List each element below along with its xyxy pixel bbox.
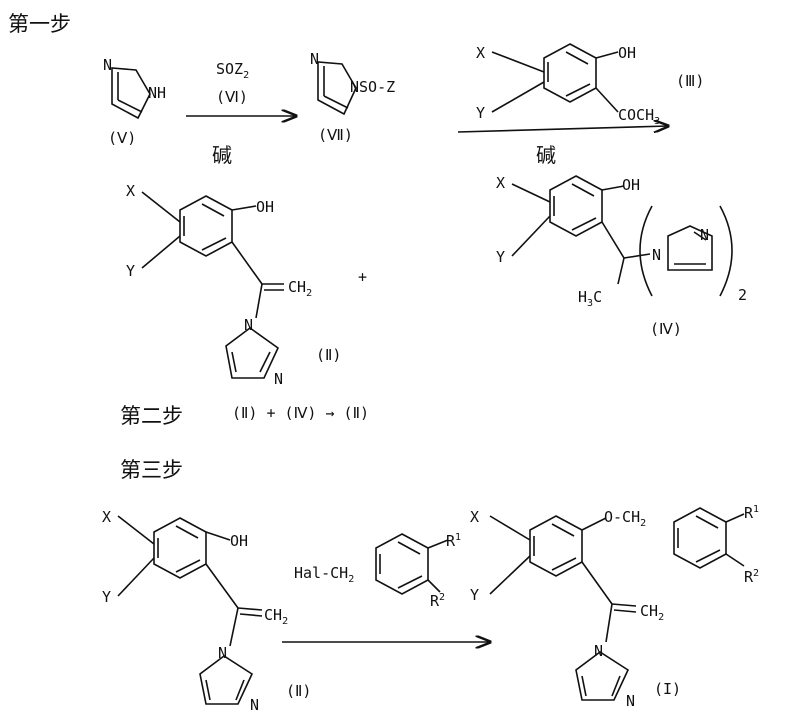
atom-Y: Y (476, 104, 485, 122)
plus-sign: + (358, 268, 367, 286)
atom-Y: Y (126, 262, 135, 280)
atom-N: N (274, 370, 283, 388)
compound-V-imidazole: N NH (Ⅴ) (103, 56, 166, 147)
atom-OH: OH (230, 532, 248, 550)
label-compound-II-step3: (Ⅱ) (286, 682, 311, 700)
atom-R2: R2 (430, 592, 445, 610)
atom-X: X (476, 44, 485, 62)
atom-N: N (310, 50, 319, 68)
atom-N: N (218, 644, 227, 662)
VII-substituent: NSO-Z (350, 78, 395, 96)
atom-N: N (652, 246, 661, 264)
atom-Y: Y (496, 248, 505, 266)
atom-X: X (126, 182, 135, 200)
atom-R1: R1 (744, 504, 759, 522)
atom-N: N (250, 696, 259, 712)
label-compound-VII: (Ⅶ) (318, 126, 353, 144)
compound-III: X Y OH COCH3 (Ⅲ) (476, 43, 704, 127)
step-3-heading: 第三步 (120, 458, 183, 482)
atom-N: N (626, 692, 635, 710)
vinyl-CH2: CH2 (640, 602, 664, 623)
label-compound-VI: (Ⅵ) (216, 88, 248, 106)
compound-VII: N NSO-Z (Ⅶ) (310, 50, 395, 144)
III-acetyl-group: COCH3 (618, 106, 660, 127)
atom-R2: R2 (744, 568, 759, 586)
IV-methyl: H3C (578, 288, 602, 309)
atom-R1: R1 (446, 532, 461, 550)
IV-subscript-2: 2 (738, 286, 747, 304)
compound-II-step1: X Y OH CH2 N N (Ⅱ) (126, 182, 341, 388)
benzyl-halide-reagent: Hal-CH2 R1 R2 (294, 532, 461, 610)
ether-o-ch2: O-CH2 (604, 508, 646, 529)
step-2-heading: 第二步 (120, 404, 183, 428)
label-compound-I: (I) (654, 680, 681, 698)
label-compound-II: (Ⅱ) (316, 346, 341, 364)
compound-II-step3: X Y OH CH2 N N (Ⅱ) (102, 508, 311, 712)
label-compound-III: (Ⅲ) (676, 72, 704, 90)
reaction-arrow-1: SOZ2 (Ⅵ) 碱 (186, 60, 296, 167)
base-label-2: 碱 (536, 143, 556, 167)
step-1-heading: 第一步 (8, 12, 71, 36)
reagent-VI: SOZ2 (216, 60, 249, 81)
atom-N: N (103, 56, 112, 74)
atom-Y: Y (470, 586, 479, 604)
reagent-hal-ch2: Hal-CH2 (294, 564, 354, 585)
atom-X: X (470, 508, 479, 526)
atom-NH: NH (148, 84, 166, 102)
reaction-arrow-2: 碱 (457, 126, 668, 167)
label-compound-IV: (Ⅳ) (650, 320, 682, 338)
atom-OH: OH (256, 198, 274, 216)
atom-N: N (700, 226, 709, 244)
atom-X: X (102, 508, 111, 526)
label-compound-V: (Ⅴ) (108, 129, 136, 147)
compound-I: X Y O-CH2 R1 R2 CH2 N N (I) (470, 504, 759, 710)
vinyl-CH2: CH2 (264, 606, 288, 627)
compound-IV: X Y OH N N H3C 2 (Ⅳ) (496, 174, 747, 338)
base-label-1: 碱 (212, 143, 232, 167)
atom-X: X (496, 174, 505, 192)
atom-N: N (244, 316, 253, 334)
step-2-equation: (Ⅱ) + (Ⅳ) → (Ⅱ) (232, 404, 369, 422)
atom-OH: OH (622, 176, 640, 194)
atom-OH: OH (618, 44, 636, 62)
atom-Y: Y (102, 588, 111, 606)
vinyl-CH2: CH2 (288, 278, 312, 299)
atom-N: N (594, 642, 603, 660)
